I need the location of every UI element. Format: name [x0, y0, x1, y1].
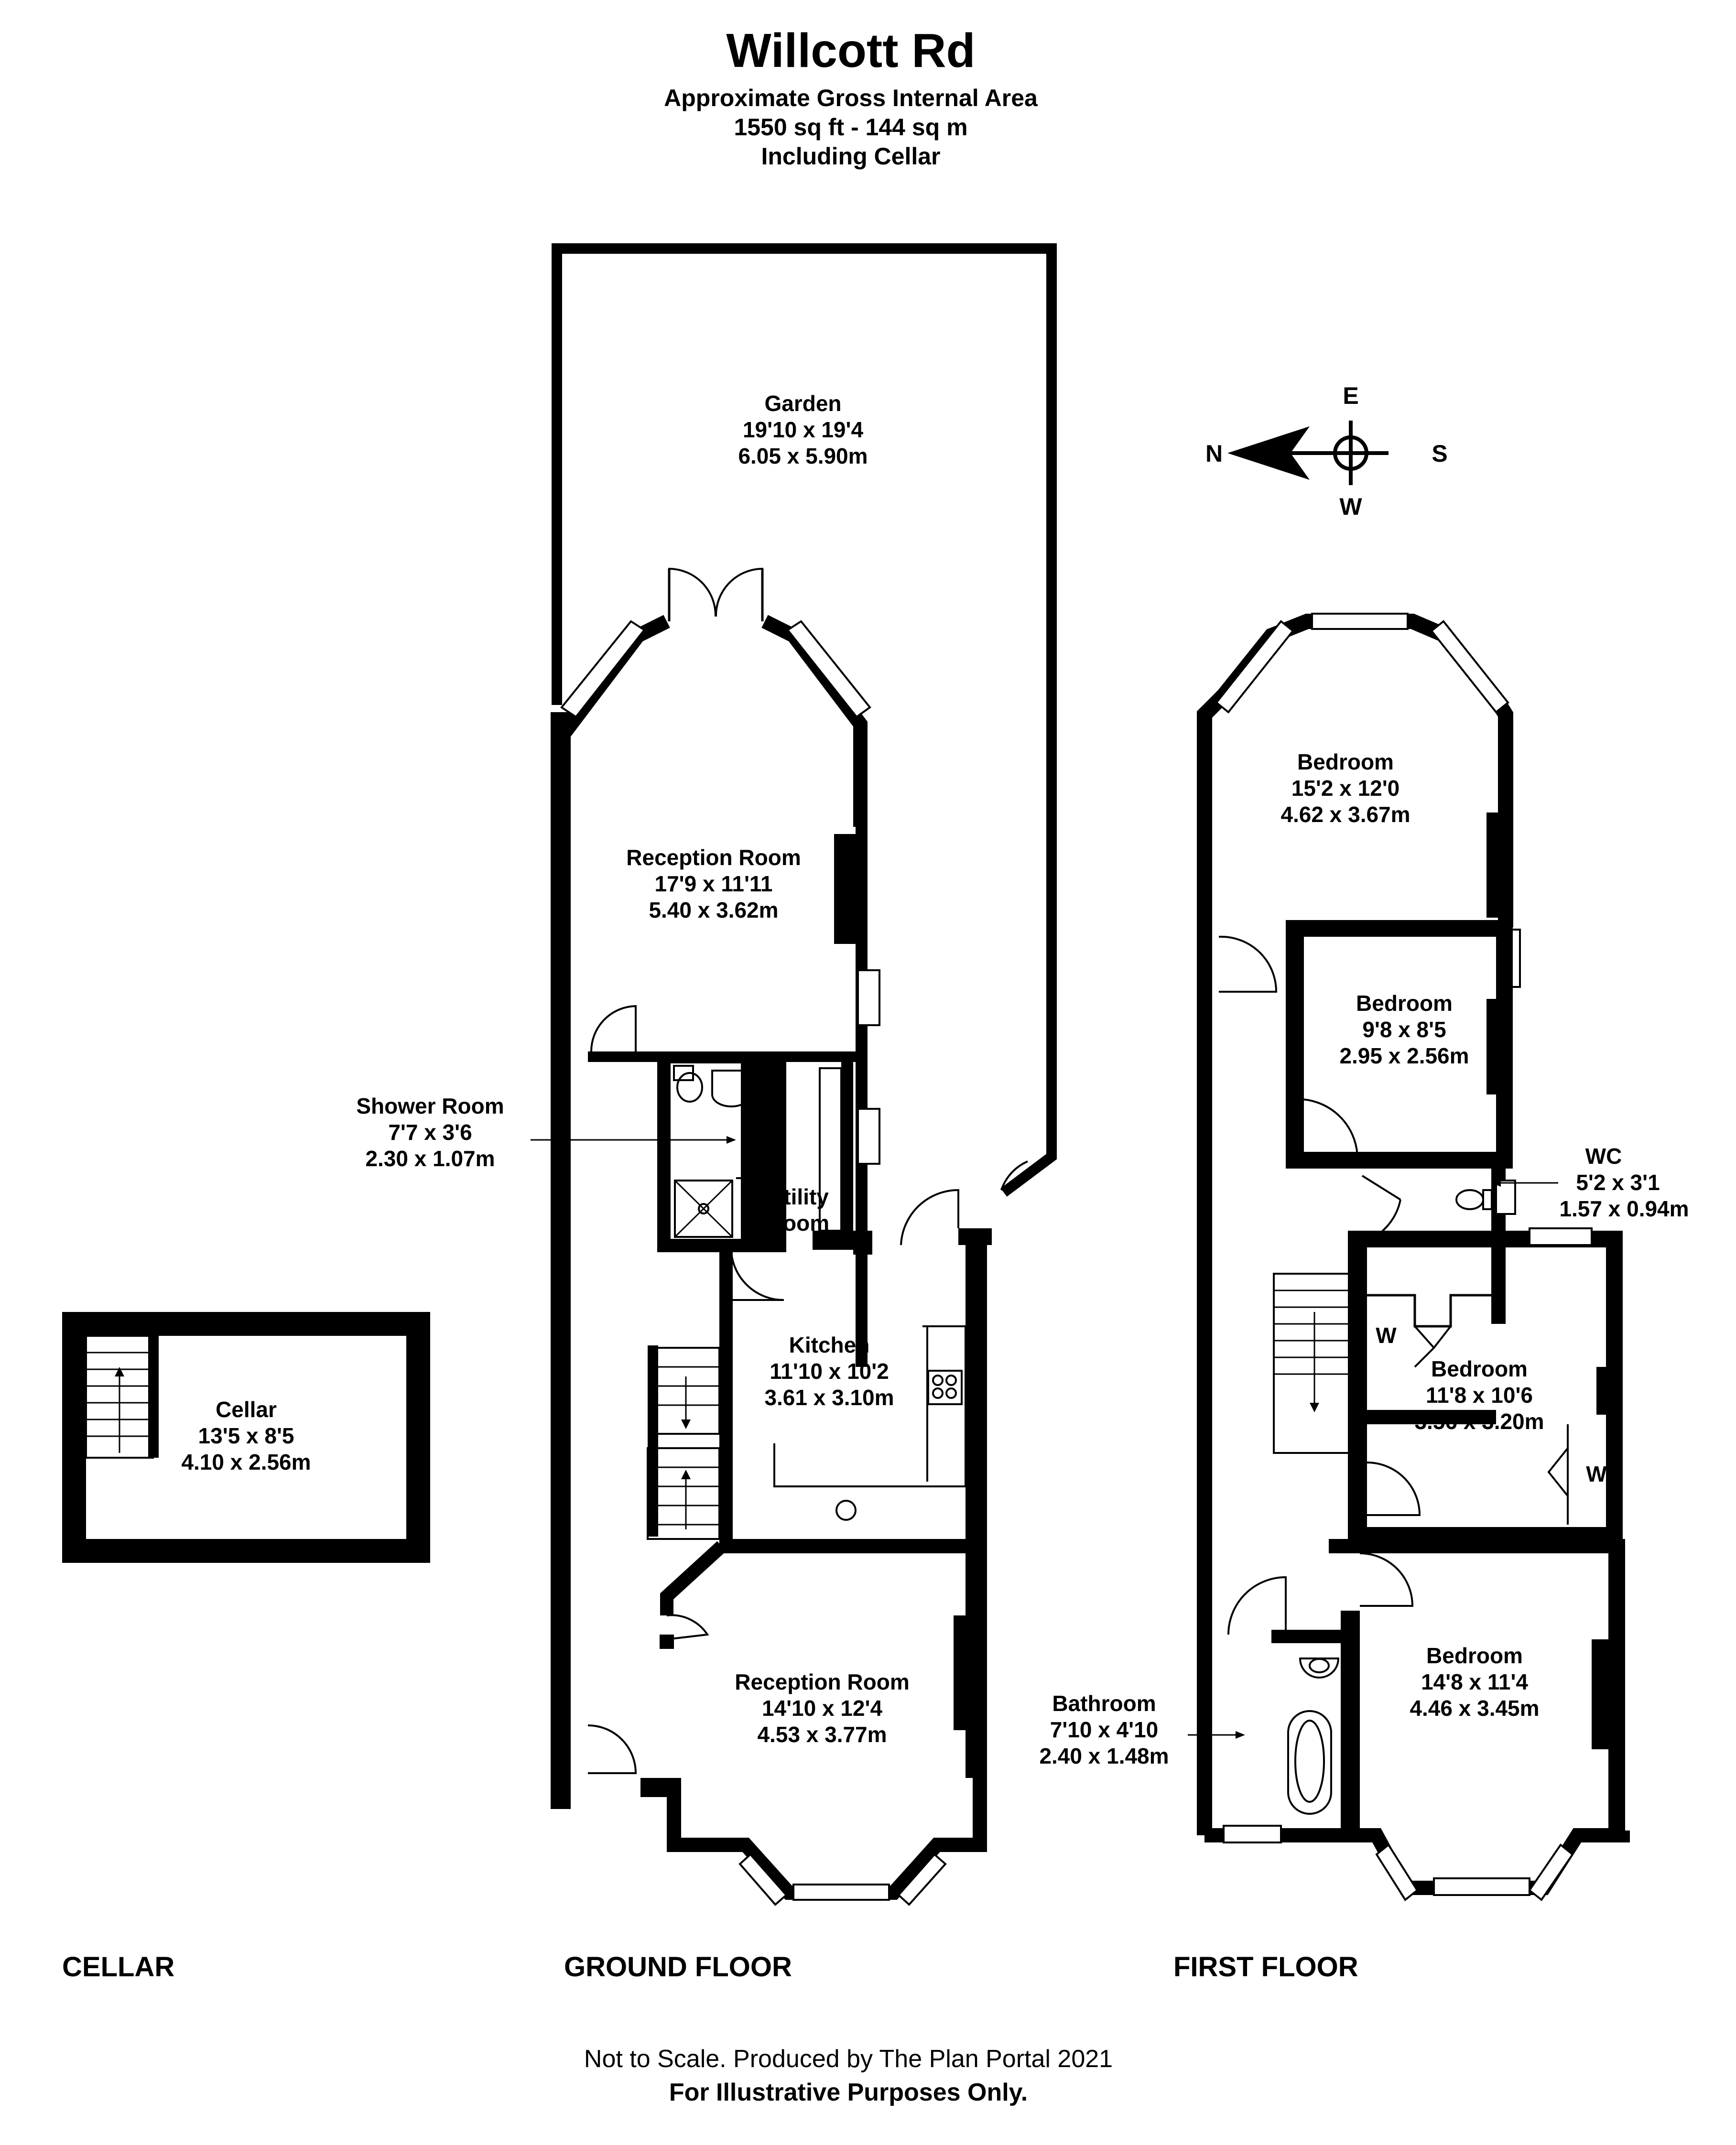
bedroom3-metric: 3.56 x 3.20m	[1414, 1409, 1544, 1434]
compass-west-label: W	[1339, 493, 1362, 520]
cellar-stairs	[85, 1335, 159, 1459]
reception2-metric: 4.53 x 3.77m	[757, 1722, 887, 1747]
area-value: 1550 sq ft - 144 sq m	[734, 114, 967, 141]
bedroom3-imperial: 11'8 x 10'6	[1426, 1383, 1533, 1408]
garden-metric: 6.05 x 5.90m	[738, 444, 868, 468]
ground-floor-label: GROUND FLOOR	[564, 1951, 792, 1982]
bedroom2-metric: 2.95 x 2.56m	[1339, 1043, 1469, 1068]
bathroom-imperial: 7'10 x 4'10	[1050, 1717, 1159, 1742]
wardrobe-label-1: W	[1376, 1323, 1397, 1348]
bedroom4-name: Bedroom	[1426, 1643, 1523, 1668]
shower-room-name: Shower Room	[356, 1094, 504, 1118]
bathroom-metric: 2.40 x 1.48m	[1039, 1744, 1169, 1768]
kitchen-metric: 3.61 x 3.10m	[764, 1385, 894, 1410]
cellar-floor-label: CELLAR	[62, 1951, 174, 1982]
wc-metric: 1.57 x 0.94m	[1559, 1196, 1689, 1221]
reception1-name: Reception Room	[626, 845, 801, 870]
bedroom1-metric: 4.62 x 3.67m	[1280, 802, 1410, 827]
shower-room-metric: 2.30 x 1.07m	[365, 1146, 495, 1171]
utility-room-line1: Utility	[768, 1184, 829, 1209]
cellar-plan	[62, 1312, 430, 1563]
reception1-imperial: 17'9 x 11'11	[654, 871, 772, 896]
wc-pointer	[1491, 1179, 1558, 1187]
footer-disclaimer: Not to Scale. Produced by The Plan Porta…	[584, 2045, 1113, 2073]
bedroom1-imperial: 15'2 x 12'0	[1291, 776, 1400, 801]
bedroom4-imperial: 14'8 x 11'4	[1421, 1669, 1528, 1694]
bedroom4-metric: 4.46 x 3.45m	[1410, 1696, 1539, 1721]
wardrobe-label-2: W	[1586, 1462, 1607, 1486]
area-label: Approximate Gross Internal Area	[664, 85, 1038, 111]
ground-stairs	[647, 1345, 720, 1540]
reception2-imperial: 14'10 x 12'4	[762, 1696, 883, 1721]
reception2-name: Reception Room	[735, 1669, 909, 1694]
first-floor-plan	[1197, 613, 1630, 1901]
compass-north-label: N	[1205, 440, 1223, 467]
bedroom2-name: Bedroom	[1356, 991, 1453, 1016]
plan-title: Willcott Rd	[726, 24, 975, 77]
garden-imperial: 19'10 x 19'4	[743, 417, 864, 442]
cellar-name: Cellar	[216, 1397, 277, 1422]
garden-name: Garden	[764, 391, 841, 416]
bedroom3-name: Bedroom	[1431, 1356, 1528, 1381]
bedroom2-imperial: 9'8 x 8'5	[1362, 1017, 1446, 1042]
bathroom-pointer	[1188, 1731, 1245, 1739]
compass-east-label: E	[1343, 382, 1358, 409]
kitchen-imperial: 11'10 x 10'2	[770, 1359, 889, 1384]
bedroom1-name: Bedroom	[1297, 749, 1394, 774]
shower-room-pointer	[531, 1136, 736, 1144]
first-floor-label: FIRST FLOOR	[1173, 1951, 1358, 1982]
ground-floor-plan	[551, 243, 1057, 1906]
compass-south-label: S	[1432, 440, 1447, 467]
reception1-metric: 5.40 x 3.62m	[649, 898, 778, 922]
cellar-metric: 4.10 x 2.56m	[181, 1450, 311, 1474]
footer-illustrative: For Illustrative Purposes Only.	[669, 2079, 1028, 2106]
first-stairs	[1273, 1273, 1351, 1454]
bathroom-name: Bathroom	[1052, 1691, 1156, 1716]
cellar-imperial: 13'5 x 8'5	[198, 1423, 294, 1448]
wc-name: WC	[1585, 1144, 1622, 1169]
shower-room-imperial: 7'7 x 3'6	[388, 1120, 472, 1145]
kitchen-name: Kitchen	[789, 1332, 870, 1357]
utility-room-line2: Room	[767, 1211, 829, 1235]
compass-icon	[1227, 421, 1389, 485]
area-note: Including Cellar	[761, 143, 940, 170]
wc-imperial: 5'2 x 3'1	[1576, 1170, 1660, 1195]
